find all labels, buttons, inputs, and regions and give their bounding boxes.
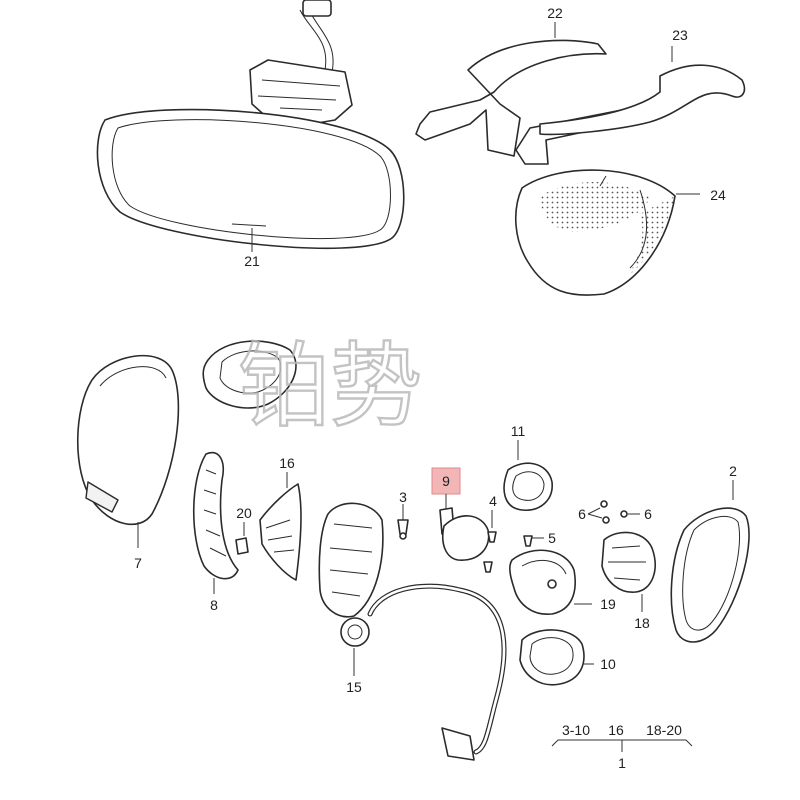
part-2-mirror-glass — [670, 480, 750, 643]
part-15-mirror-base — [318, 502, 507, 761]
callout-10: 10 — [600, 656, 616, 672]
part-5-screw — [523, 535, 544, 547]
callout-6b: 6 — [644, 506, 652, 522]
callout-22: 22 — [547, 5, 563, 21]
callout-19: 19 — [600, 596, 616, 612]
callout-18: 18 — [634, 615, 650, 631]
callout-2: 2 — [729, 463, 737, 479]
part-9-adjustment-motor — [431, 467, 490, 561]
callout-8: 8 — [210, 597, 218, 613]
callout-1: 1 — [618, 755, 626, 771]
part-10-gasket — [519, 629, 594, 686]
callout-7: 7 — [134, 555, 142, 571]
part-seal-upper — [202, 340, 297, 409]
callout-15: 15 — [346, 679, 362, 695]
callout-24: 24 — [710, 187, 726, 203]
assembly-range-18-20: 18-20 — [646, 722, 682, 738]
part-19-mounting-plate — [509, 549, 592, 615]
assembly-bracket — [551, 739, 693, 752]
callout-5: 5 — [548, 530, 556, 546]
part-24-cover-housing — [514, 169, 700, 296]
part-20-clip — [235, 522, 249, 555]
callout-20: 20 — [236, 505, 252, 521]
callout-4: 4 — [489, 493, 497, 509]
part-4-screws — [483, 510, 497, 573]
callout-21: 21 — [244, 253, 260, 269]
part-7-mirror-cap — [76, 354, 180, 548]
callout-6a: 6 — [578, 506, 586, 522]
callout-9: 9 — [442, 473, 450, 489]
callout-3: 3 — [399, 489, 407, 505]
part-11-ring — [503, 440, 553, 511]
callout-23: 23 — [672, 27, 688, 43]
callout-labels: 21 22 23 24 7 8 20 16 15 3 9 4 11 5 19 1… — [134, 5, 737, 771]
part-18-actuator — [601, 531, 656, 612]
part-6-screws — [587, 500, 640, 524]
part-21-interior-mirror — [96, 0, 405, 252]
assembly-range-16: 16 — [608, 722, 624, 738]
watermark-text: 铂势 — [238, 333, 422, 440]
part-16-cover-plate — [259, 472, 302, 581]
callout-16: 16 — [279, 455, 295, 471]
assembly-range-3-10: 3-10 — [562, 722, 590, 738]
part-8-turn-signal — [192, 451, 239, 594]
callout-11: 11 — [511, 423, 526, 439]
part-22-bracket — [415, 22, 641, 165]
part-3-screw — [397, 504, 409, 540]
part-23-trim-strip — [539, 46, 746, 136]
